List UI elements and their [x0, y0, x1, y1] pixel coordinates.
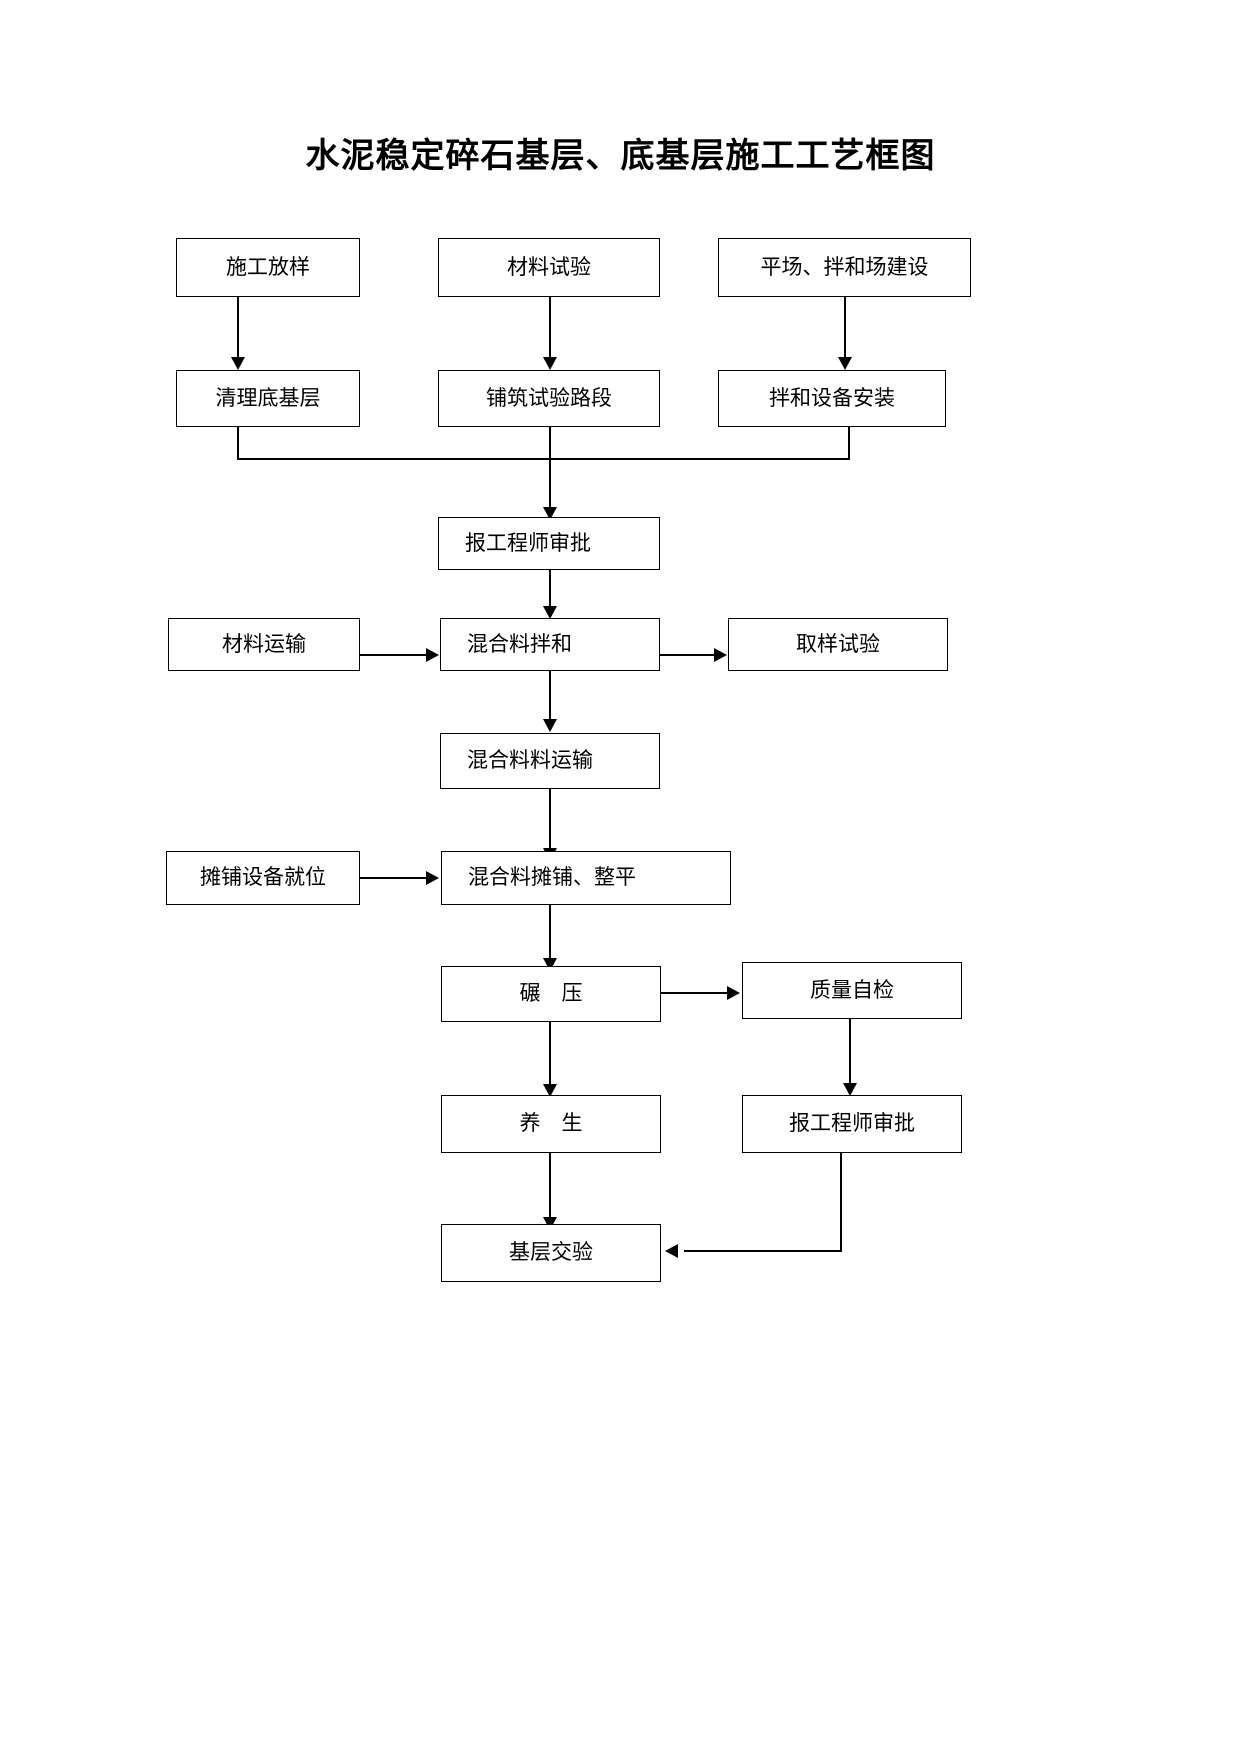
edge-n2-n5-arrow — [543, 357, 557, 370]
edge-n1-n4-line — [237, 297, 239, 359]
edge-n11-n13-line — [549, 789, 551, 850]
edge-merge-n7-line — [549, 427, 551, 509]
edge-n14-n15-line — [661, 992, 729, 994]
edge-n9-n10-line — [660, 654, 716, 656]
node-baogongchengshishenpi-2: 报工程师审批 — [742, 1095, 962, 1153]
page-title: 水泥稳定碎石基层、底基层施工工艺框图 — [305, 137, 936, 175]
node-banheshebeianzhuang: 拌和设备安装 — [718, 370, 946, 427]
edge-merge-n7-arrow — [543, 507, 557, 520]
edge-n1-n4-arrow — [231, 357, 245, 370]
node-qinglidijiceng: 清理底基层 — [176, 370, 360, 427]
edge-n4-merge-vline — [237, 427, 239, 460]
edge-n16-n18-line — [549, 1153, 551, 1219]
edge-n12-n13-arrow — [426, 871, 439, 885]
node-shigongfangyang: 施工放样 — [176, 238, 360, 297]
edge-merge-hline — [237, 458, 850, 460]
node-hunheliaoliaoyunshu: 混合料料运输 — [440, 733, 660, 789]
edge-n12-n13-line — [360, 877, 428, 879]
node-cailiaoyunshu: 材料运输 — [168, 618, 360, 671]
edge-n8-n9-arrow — [426, 648, 439, 662]
edge-n3-n6-line — [844, 297, 846, 359]
edge-n7-n9-line — [549, 570, 551, 608]
edge-n6-merge-vline — [848, 427, 850, 460]
edge-n15-n17-arrow — [843, 1083, 857, 1096]
node-baogongchengshishenpi-1: 报工程师审批 — [438, 517, 660, 570]
node-zhiliangzijian: 质量自检 — [742, 962, 962, 1019]
edge-n13-n14-line — [549, 905, 551, 960]
edge-n9-n10-arrow — [714, 648, 727, 662]
edge-n2-n5-line — [549, 297, 551, 359]
node-puzhushiyanlduan: 铺筑试验路段 — [438, 370, 660, 427]
edge-n9-n11-line — [549, 671, 551, 721]
edge-n8-n9-line — [360, 654, 428, 656]
node-jicengjiaoyan: 基层交验 — [441, 1224, 661, 1282]
edge-n9-n11-arrow — [543, 719, 557, 732]
node-hunheliaobanhe: 混合料拌和 — [440, 618, 660, 671]
node-cailiaoshiyan: 材料试验 — [438, 238, 660, 297]
edge-n3-n6-arrow — [838, 357, 852, 370]
node-tanpushebeijiuwei: 摊铺设备就位 — [166, 851, 360, 905]
edge-n15-n17-line — [849, 1019, 851, 1085]
edge-n17-n18-vline — [840, 1153, 842, 1252]
edge-n14-n16-line — [549, 1022, 551, 1086]
edge-n14-n15-arrow — [727, 986, 740, 1000]
edge-n7-n9-arrow — [543, 606, 557, 619]
node-hunheliaotanpuzhengping: 混合料摊铺、整平 — [441, 851, 731, 905]
node-quyangshiyan: 取样试验 — [728, 618, 948, 671]
edge-n17-n18-hline — [684, 1250, 842, 1252]
node-nianya: 碾 压 — [441, 966, 661, 1022]
node-pingchangbanheochangjianshe: 平场、拌和场建设 — [718, 238, 971, 297]
node-yangsheng: 养 生 — [441, 1095, 661, 1153]
edge-n14-n16-arrow — [543, 1084, 557, 1097]
edge-n17-n18-arrow — [665, 1244, 678, 1258]
